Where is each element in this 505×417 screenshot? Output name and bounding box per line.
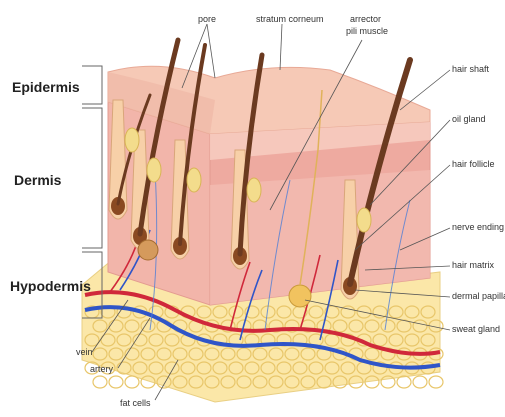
- arrector-label-line1: arrector: [350, 14, 381, 25]
- hair-follicle-label: hair follicle: [452, 159, 495, 170]
- oil-gland: [357, 208, 371, 232]
- oil-gland: [247, 178, 261, 202]
- hair-shaft-label: hair shaft: [452, 64, 489, 75]
- fat-cell: [93, 376, 107, 388]
- fat-cell: [109, 376, 123, 388]
- oil-gland-label: oil gland: [452, 114, 486, 125]
- stratum-corneum-label: stratum corneum: [256, 14, 324, 25]
- nerve-ending-label: nerve ending: [452, 222, 504, 233]
- fat-cell: [413, 376, 427, 388]
- fat-cells-label: fat cells: [120, 398, 151, 409]
- fat-cell: [429, 376, 443, 388]
- artery-label: artery: [90, 364, 113, 375]
- sweat-gland-2: [138, 240, 158, 260]
- arrector-label-line2: pili muscle: [346, 26, 388, 37]
- dermal-papilla-label: dermal papilla: [452, 291, 505, 302]
- dermis-label: Dermis: [14, 172, 61, 188]
- dermis-bracket: [82, 108, 102, 248]
- oil-gland: [187, 168, 201, 192]
- sweat-gland-label: sweat gland: [452, 324, 500, 335]
- hypodermis-label: Hypodermis: [10, 278, 91, 294]
- epidermis-label: Epidermis: [12, 79, 80, 95]
- pore-label: pore: [198, 14, 216, 25]
- oil-gland: [125, 128, 139, 152]
- epidermis-bracket: [82, 66, 102, 104]
- sweat-gland: [289, 285, 311, 307]
- hair-matrix-label: hair matrix: [452, 260, 494, 271]
- oil-gland: [147, 158, 161, 182]
- fat-cell: [397, 376, 411, 388]
- vein-label: vein: [76, 347, 93, 358]
- fat-cell: [125, 376, 139, 388]
